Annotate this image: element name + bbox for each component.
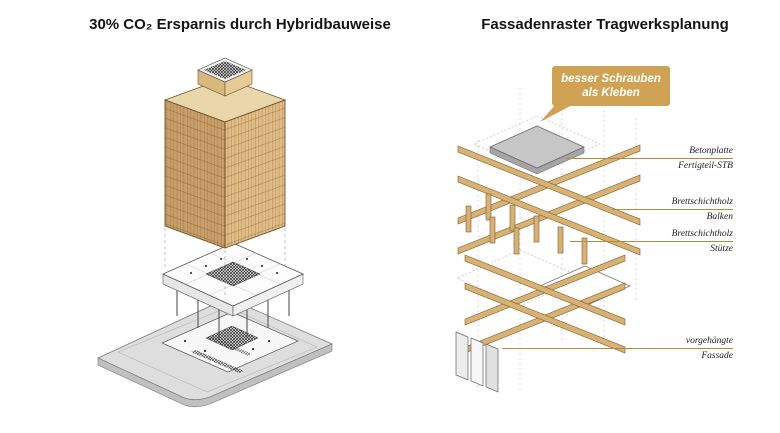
facade-detail-illustration [455,88,733,393]
right-panel-title: Fassadenraster Tragwerksplanung [481,16,729,33]
annotation-line: Stütze [710,244,733,254]
explosion-projection-lines [164,228,286,298]
callout-bubble: besser Schrauben als Kleben [552,66,670,106]
annotation-line: Betonplatte [689,146,733,156]
callout-tail [540,104,574,122]
structural-slab [162,242,304,338]
callout-line2: als Kleben [582,87,640,99]
annotation-line: Fertigteil-STB [678,161,733,171]
annotation-curtain-facade: vorgehängte Fassade [686,336,733,361]
ground-floor-plan [161,311,299,373]
annotation-line: Brettschichtholz [671,229,733,239]
glulam-beams-upper [457,144,641,256]
rooftop-structure [197,57,253,97]
annotation-concrete-plate: Betonplatte Fertigteil-STB [678,146,733,171]
callout-line1: besser Schrauben [561,73,661,85]
annotation-line: Balken [706,212,733,222]
annotation-glulam-column: Brettschichtholz Stütze [672,229,733,254]
annotation-line: Brettschichtholz [671,197,733,207]
annotation-glulam-beam: Brettschichtholz Balken [672,197,733,222]
hybrid-building-illustration [97,57,333,408]
glulam-beams-lower [464,254,626,354]
leader-lines [502,158,733,349]
facade-panels [455,331,499,393]
concrete-plate [473,115,601,175]
timber-tower [163,77,287,249]
glulam-columns [465,193,588,265]
slab-columns [176,288,290,338]
left-panel-title: 30% CO₂ Ersparnis durch Hybridbauweise [89,16,391,33]
annotation-line: vorgehängte [685,336,733,346]
annotation-line: Fassade [701,351,733,361]
